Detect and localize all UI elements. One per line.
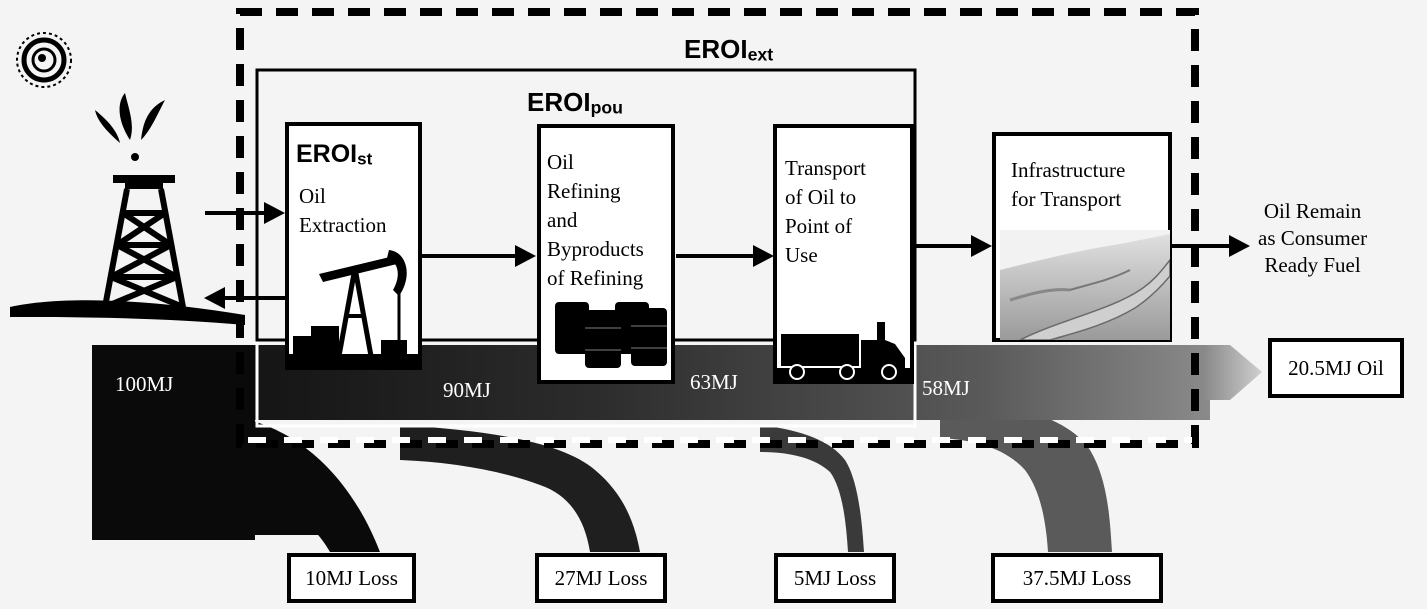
highway-icon	[1000, 230, 1170, 340]
flow-value-3: 63MJ	[690, 370, 738, 394]
main-flow-left-drop	[92, 345, 255, 540]
flow-value-2: 90MJ	[443, 378, 491, 402]
sun-logo-icon	[16, 32, 72, 88]
eroi-ext-label: EROIext	[684, 34, 774, 65]
stage-refining-label: Oil Refining and Byproducts of Refining	[547, 150, 644, 290]
stage-infrastructure-label: Infrastructure for Transport	[1011, 158, 1126, 211]
oil-derrick-icon	[10, 93, 245, 325]
stage-refining-box: Oil Refining and Byproducts of Refining	[537, 124, 675, 384]
flow-arrows	[204, 202, 1250, 309]
flow-value-1: 100MJ	[115, 372, 174, 396]
eroi-st-label: EROIst	[296, 140, 373, 169]
oil-barrels-icon	[555, 302, 667, 368]
flow-tip-arrow	[1205, 345, 1262, 400]
loss-branch-2	[400, 425, 640, 552]
loss-box-3: 5MJ Loss	[774, 553, 896, 603]
truck-icon	[777, 322, 910, 384]
loss-branch-4	[940, 400, 1112, 552]
eroi-pou-label: EROIpou	[527, 87, 623, 118]
boundary-ext	[236, 8, 1199, 448]
pumpjack-icon	[289, 250, 418, 366]
loss-box-4: 37.5MJ Loss	[991, 553, 1163, 603]
loss-box-2: 27MJ Loss	[535, 553, 667, 603]
loss-branch-3	[760, 425, 864, 552]
stage-transport-box: Transport of Oil to Point of Use	[773, 124, 914, 384]
stage-extraction-label: Oil Extraction	[299, 184, 387, 237]
output-description: Oil Remain as Consumer Ready Fuel	[1258, 199, 1368, 277]
stage-infrastructure-box: Infrastructure for Transport	[992, 132, 1172, 342]
stage-extraction-box: EROIst Oil Extraction	[285, 122, 422, 370]
stage-transport-label: Transport of Oil to Point of Use	[785, 156, 866, 267]
loss-box-1: 10MJ Loss	[287, 553, 416, 603]
output-value-box: 20.5MJ Oil	[1268, 338, 1404, 398]
flow-value-4: 58MJ	[922, 376, 970, 400]
